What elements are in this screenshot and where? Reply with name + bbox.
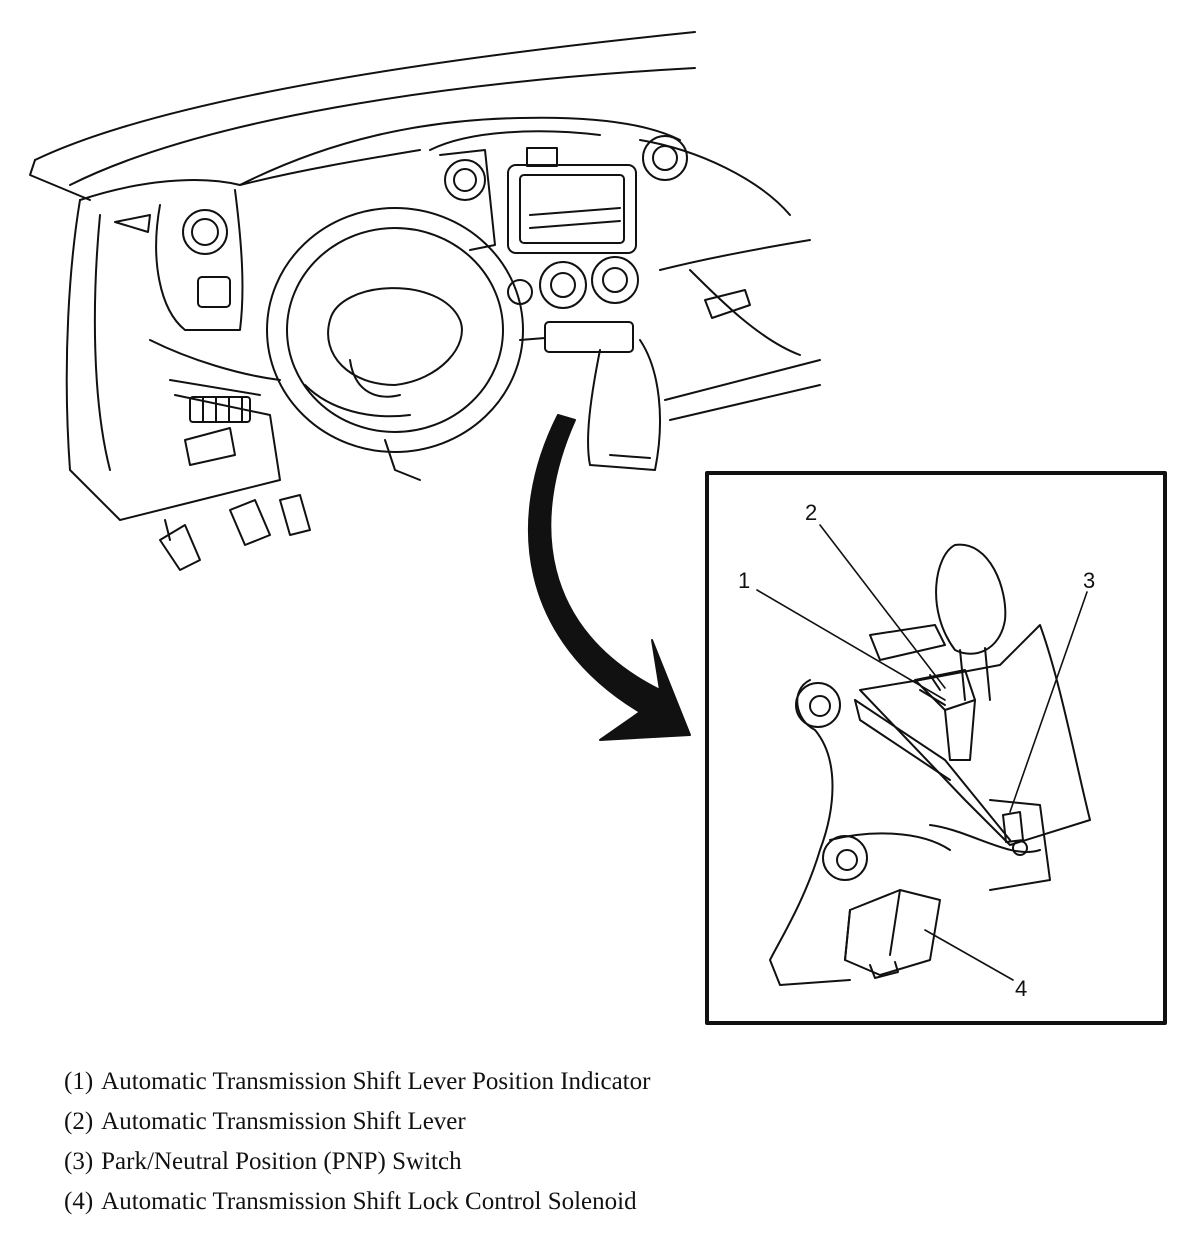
shifter-assembly	[769, 543, 1091, 986]
detail-frame	[705, 471, 1167, 1025]
legend-text: Automatic Transmission Shift Lock Contro…	[101, 1188, 637, 1215]
legend-text: Automatic Transmission Shift Lever Posit…	[101, 1068, 651, 1095]
legend-item: (3) Park/Neutral Position (PNP) Switch	[64, 1142, 650, 1182]
callout-2: 2	[805, 500, 817, 525]
legend-number: (1)	[64, 1068, 94, 1095]
leader-lines	[756, 524, 1088, 981]
legend-list: (1) Automatic Transmission Shift Lever Po…	[64, 1062, 650, 1222]
pointer-arrow	[527, 414, 691, 741]
callout-4: 4	[1015, 976, 1027, 1001]
legend-number: (3)	[64, 1148, 94, 1175]
legend-text: Automatic Transmission Shift Lever	[101, 1108, 466, 1135]
callout-3: 3	[1083, 568, 1095, 593]
legend-item: (4) Automatic Transmission Shift Lock Con…	[64, 1182, 650, 1222]
legend-item: (1) Automatic Transmission Shift Lever Po…	[64, 1062, 650, 1102]
dashboard-drawing	[29, 31, 821, 571]
legend-number: (4)	[64, 1188, 94, 1215]
legend-text: Park/Neutral Position (PNP) Switch	[101, 1148, 462, 1175]
legend-item: (2) Automatic Transmission Shift Lever	[64, 1102, 650, 1142]
legend-number: (2)	[64, 1108, 94, 1135]
diagram: 2 1 3 4	[29, 31, 1167, 1025]
callout-1: 1	[738, 568, 750, 593]
